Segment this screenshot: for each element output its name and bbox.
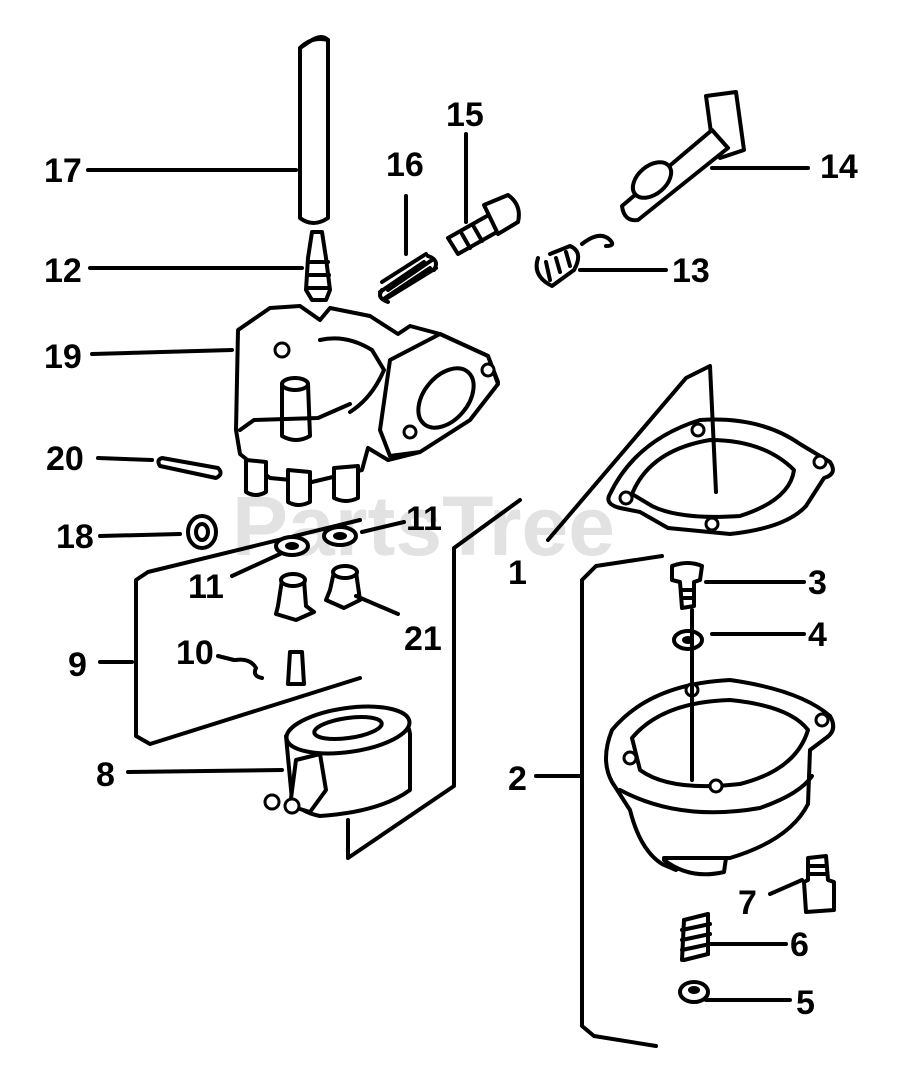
callout-18: 18 bbox=[56, 518, 94, 556]
part-21-jet bbox=[324, 564, 362, 610]
part-4-washer bbox=[672, 629, 704, 651]
leader-lines bbox=[86, 132, 810, 1002]
callout-3: 3 bbox=[808, 564, 827, 602]
callout-16: 16 bbox=[386, 146, 424, 184]
part-5-washer bbox=[678, 980, 710, 1004]
callout-13: 13 bbox=[672, 252, 710, 290]
part-11-washer-b bbox=[322, 525, 358, 547]
callout-11-upper: 11 bbox=[406, 500, 442, 538]
part-16-spring bbox=[378, 252, 438, 304]
callout-20: 20 bbox=[46, 440, 84, 478]
callout-17: 17 bbox=[44, 152, 82, 190]
kit-2-bracket bbox=[580, 554, 664, 1048]
callout-5: 5 bbox=[796, 984, 815, 1022]
part-7-bolt bbox=[802, 854, 836, 914]
callout-11-lower: 11 bbox=[188, 568, 224, 606]
callout-6: 6 bbox=[790, 926, 809, 964]
callout-7: 7 bbox=[738, 884, 757, 922]
part-11-washer-a bbox=[274, 535, 310, 557]
part-14-throttle-shaft bbox=[620, 90, 746, 223]
callout-1: 1 bbox=[508, 554, 527, 592]
callout-2: 2 bbox=[508, 760, 527, 798]
part-10-clip bbox=[234, 650, 306, 686]
part-6-spring bbox=[680, 912, 712, 962]
part-15-screw bbox=[446, 193, 521, 256]
part-18-washer bbox=[186, 514, 218, 550]
callout-19: 19 bbox=[44, 338, 82, 376]
valve-seat bbox=[274, 572, 316, 622]
callout-10: 10 bbox=[176, 634, 214, 672]
kit-9-bracket bbox=[134, 518, 362, 746]
part-3-screw bbox=[670, 561, 704, 610]
part-13-spring-clip bbox=[534, 233, 615, 288]
callout-15: 15 bbox=[446, 96, 484, 134]
callout-4: 4 bbox=[808, 616, 827, 654]
part-19-carburetor-body bbox=[234, 304, 500, 507]
callout-9: 9 bbox=[68, 646, 87, 684]
part-20-pin bbox=[156, 456, 223, 480]
callout-12: 12 bbox=[44, 252, 82, 290]
part-12-needle bbox=[304, 230, 332, 302]
callout-14: 14 bbox=[820, 148, 858, 186]
part-17-tube bbox=[298, 35, 330, 225]
callout-21: 21 bbox=[404, 620, 442, 658]
part-1-gasket bbox=[546, 364, 835, 542]
callout-labels: 17 16 15 14 13 12 19 20 18 11 11 1 3 4 2… bbox=[44, 96, 858, 1022]
part-8-float bbox=[263, 498, 522, 860]
callout-8: 8 bbox=[96, 756, 115, 794]
part-2-float-bowl bbox=[604, 608, 836, 877]
